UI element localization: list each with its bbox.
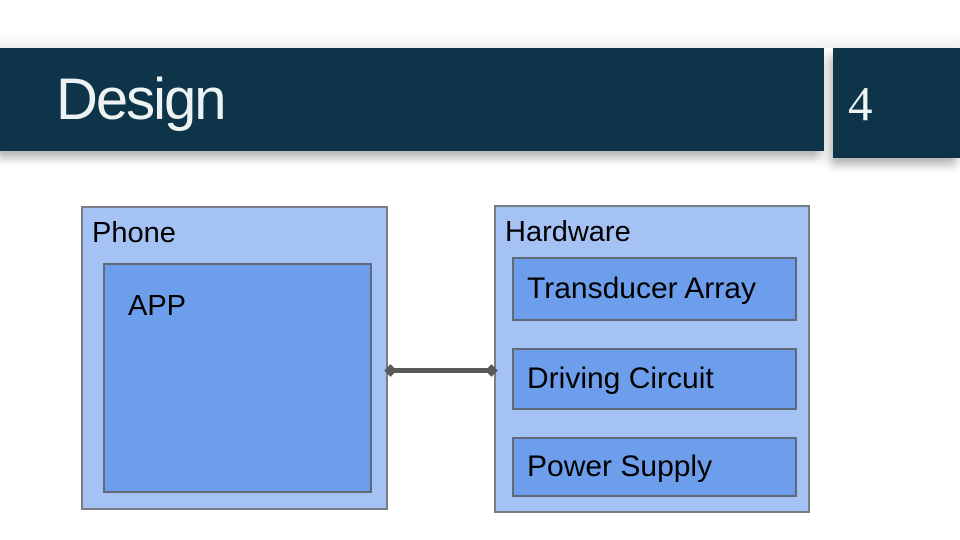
page-number-box: 4: [833, 48, 960, 158]
phone-group-box: Phone APP: [81, 206, 388, 510]
app-label: APP: [128, 290, 187, 322]
title-bar: Design: [0, 48, 824, 151]
phone-hardware-connector: [384, 364, 498, 377]
connector-endpoint-diamond: [485, 364, 498, 377]
title-bar-top-shade: [0, 32, 960, 48]
power-supply-label: Power Supply: [527, 450, 713, 483]
page-number: 4: [848, 75, 873, 131]
driving-circuit-box: Driving Circuit: [512, 348, 797, 410]
hardware-group-box: Hardware Transducer Array Driving Circui…: [494, 205, 810, 513]
connector-line: [390, 368, 492, 373]
transducer-array-box: Transducer Array: [512, 257, 797, 321]
slide-title: Design: [56, 66, 227, 132]
app-box: APP: [103, 263, 372, 493]
driving-circuit-label: Driving Circuit: [527, 362, 714, 395]
phone-group-label: Phone: [92, 217, 176, 249]
power-supply-box: Power Supply: [512, 437, 797, 497]
transducer-array-label: Transducer Array: [527, 272, 756, 305]
hardware-group-label: Hardware: [505, 216, 631, 248]
